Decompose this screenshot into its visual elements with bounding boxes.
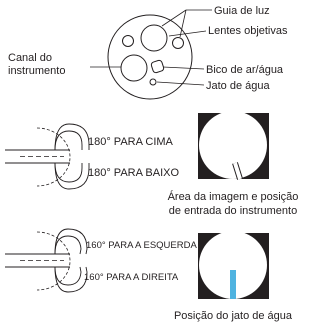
label-instrument-channel-line1: Canal do [8,52,52,64]
caption-image-area-line1: Área da imagem e posição [168,190,299,203]
label-light-guide: Guia de luz [214,5,270,17]
label-water-jet: Jato de água [206,80,270,92]
label-air-water-nozzle: Bico de ar/água [206,64,284,76]
light-guide-left [122,35,134,47]
bending-up-down-diagram [5,123,90,190]
objective-lens [140,24,168,52]
label-bend-right: 160° PARA A DIREITA [84,272,179,283]
caption-water-jet: Posição do jato de água [174,310,293,322]
label-instrument-channel-line2: instrumento [8,65,65,77]
air-water-nozzle [150,59,165,74]
leader-lines [90,9,212,86]
label-bend-left: 160° PARA A ESQUERDA [86,240,197,251]
light-guide-right [172,37,184,49]
image-area-view [198,113,269,180]
water-jet-view [198,233,269,299]
distal-tip-face [107,14,193,100]
water-jet-position-marker [230,270,236,299]
bending-left-right-diagram [5,228,88,293]
label-bend-down: 180° PARA BAIXO [88,167,179,179]
label-objective-lens: Lentes objetivas [208,25,288,37]
tip-outline [107,14,193,100]
water-jet-port [149,78,157,86]
caption-image-area-line2: de entrada do instrumento [169,205,297,217]
instrument-channel [120,54,148,82]
label-bend-up: 180° PARA CIMA [88,136,174,148]
